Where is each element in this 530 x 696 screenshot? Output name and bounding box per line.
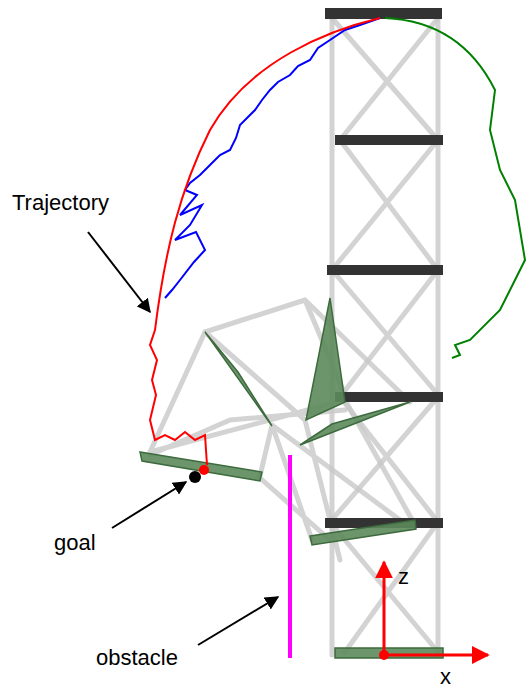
end-plate — [140, 452, 262, 481]
callout-label: Trajectory — [12, 190, 109, 215]
plate — [325, 8, 442, 19]
goal-dot — [189, 471, 201, 483]
end-effector-dot — [199, 465, 209, 475]
link-triangle — [205, 332, 272, 426]
axis-label: x — [440, 664, 451, 689]
leader-arrow — [198, 597, 278, 645]
green-trajectory — [385, 18, 525, 358]
tower-plates — [325, 8, 443, 528]
callout-label: goal — [54, 530, 96, 555]
arm-links — [140, 298, 443, 658]
origin-dot — [379, 650, 389, 660]
leader-arrow — [88, 232, 150, 312]
x-axis — [384, 654, 488, 657]
plate — [335, 135, 443, 145]
callout-label: obstacle — [96, 645, 178, 670]
obstacle-bar — [288, 455, 292, 658]
tower-cable — [330, 18, 440, 652]
link-plate — [310, 520, 416, 545]
plate — [335, 392, 443, 402]
axis-label: z — [398, 564, 409, 589]
tensegrity-struts — [150, 15, 440, 655]
z-axis — [383, 562, 386, 655]
plate — [327, 265, 443, 275]
red-trajectory — [150, 18, 380, 465]
leader-arrow — [112, 482, 186, 528]
link-triangle — [306, 298, 345, 420]
link-triangle — [300, 402, 410, 445]
